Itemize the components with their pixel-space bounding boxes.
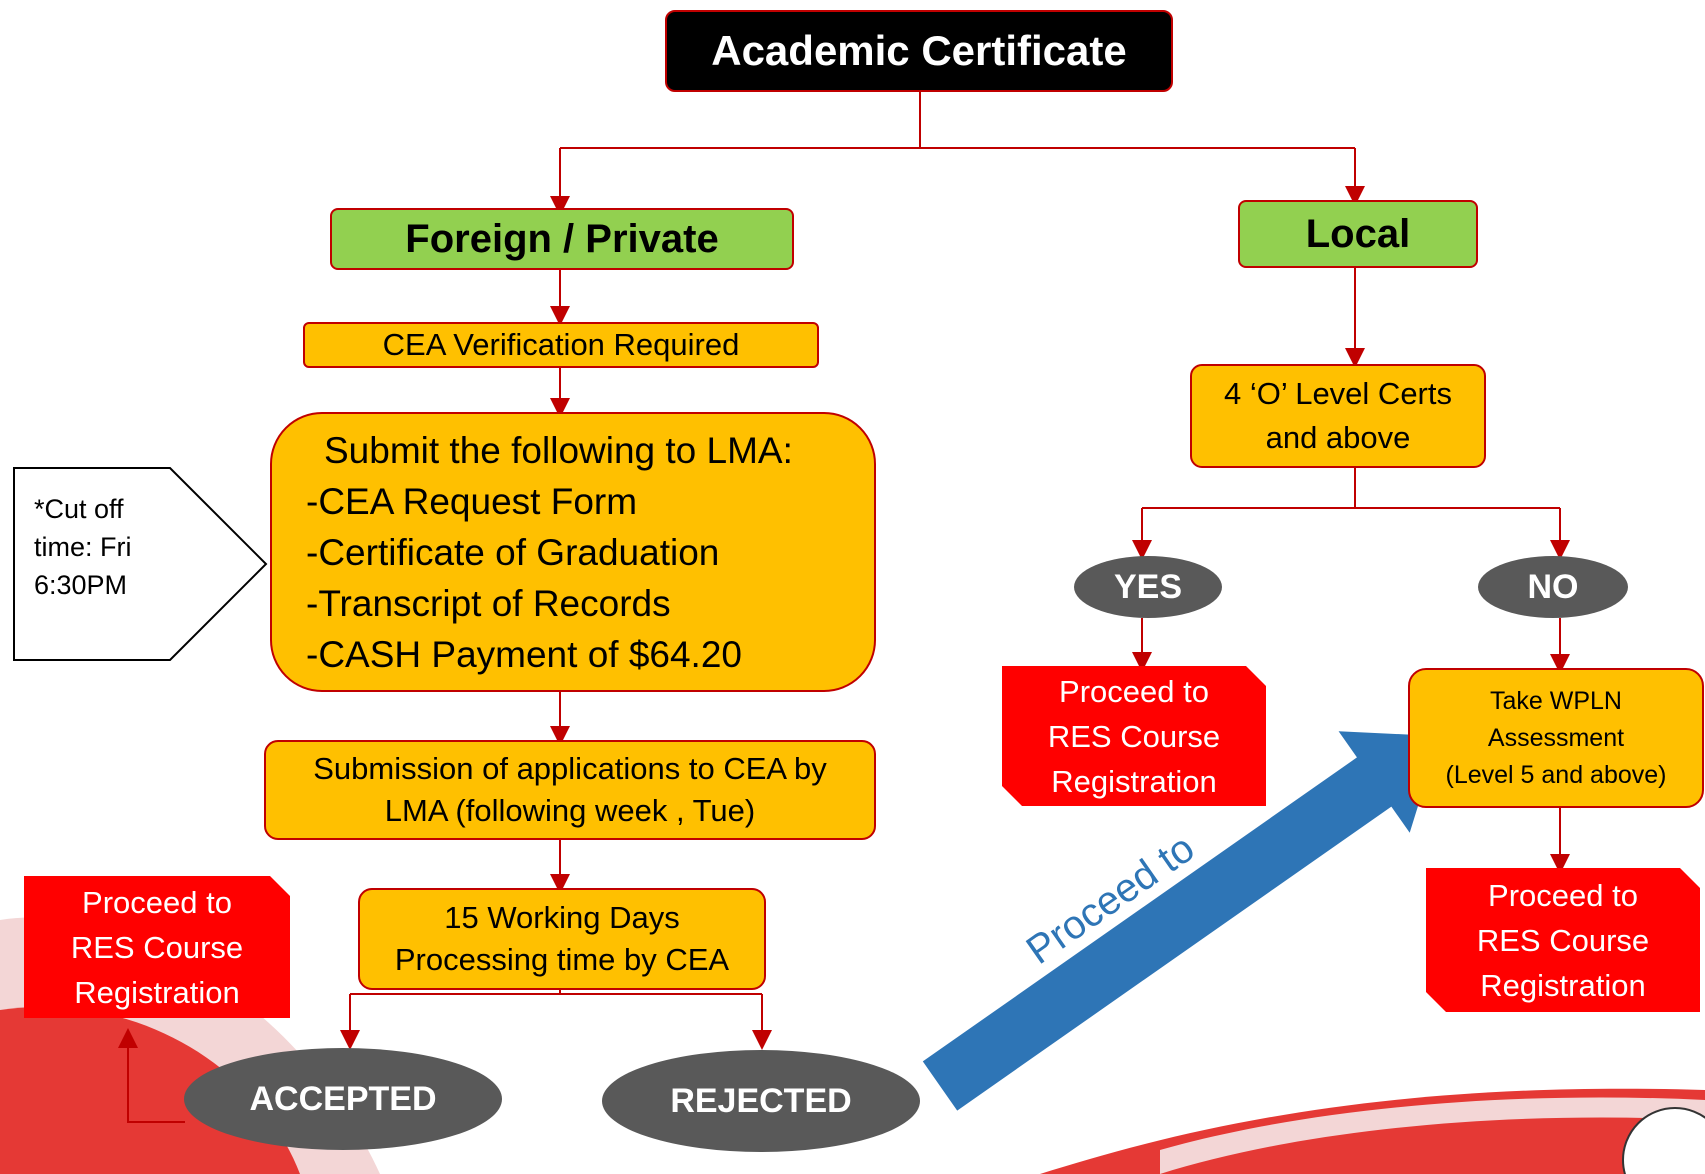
proceed-middle-box: Proceed to RES Course Registration (1002, 666, 1266, 806)
cutoff-line: *Cut off (34, 494, 124, 524)
submit-line: Submit the following to LMA: (324, 429, 793, 471)
proceed-line: Registration (74, 974, 240, 1010)
proceed-line: Proceed to (1059, 673, 1209, 709)
submission-line: LMA (following week , Tue) (384, 793, 756, 828)
accepted-to-proceed (118, 1028, 185, 1123)
right-swoosh-light (1160, 1097, 1705, 1174)
submission-line: Submission of applications to CEA by (313, 751, 827, 786)
olevel-box: 4 ‘O’ Level Certs and above (1190, 364, 1486, 468)
olevel-line: and above (1265, 420, 1411, 455)
proceed-line: Proceed to (1488, 877, 1638, 913)
processing-line: Processing time by CEA (394, 942, 730, 977)
foreign-branch-label: Foreign / Private (405, 216, 719, 261)
submit-line: -Certificate of Graduation (306, 531, 720, 573)
proceed-line: RES Course (70, 929, 244, 965)
no-label: NO (1527, 567, 1579, 606)
wpln-line: (Level 5 and above) (1445, 760, 1667, 789)
proceed-right-bg (1426, 868, 1700, 1012)
cutoff-pentagon (13, 467, 268, 661)
proceed-line: RES Course (1047, 718, 1221, 754)
submit-line: -CASH Payment of $64.20 (306, 633, 742, 675)
wpln-box: Take WPLN Assessment (Level 5 and above) (1408, 668, 1704, 808)
verification-label: CEA Verification Required (382, 327, 740, 362)
submission-box: Submission of applications to CEA by LMA… (264, 740, 876, 840)
proceed-line: Proceed to (82, 884, 232, 920)
accepted-oval: ACCEPTED (184, 1048, 502, 1150)
proceed-middle-bg (1002, 666, 1266, 806)
title-box: Academic Certificate (665, 10, 1173, 92)
accepted-label: ACCEPTED (249, 1079, 437, 1118)
submit-requirements-box: Submit the following to LMA: -CEA Reques… (270, 412, 876, 692)
proceed-left-bg (24, 876, 290, 1018)
proceed-line: Registration (1480, 967, 1646, 1003)
olevel-line: 4 ‘O’ Level Certs (1224, 376, 1452, 411)
cutoff-note: *Cut off time: Fri 6:30PM (34, 490, 174, 640)
proceed-line: Registration (1051, 763, 1217, 799)
verification-box: CEA Verification Required (303, 322, 819, 368)
processing-line: 15 Working Days (444, 900, 680, 935)
olevel-split (1142, 468, 1560, 509)
cutoff-line: 6:30PM (34, 570, 128, 600)
wpln-line: Take WPLN (1490, 686, 1622, 715)
cutoff-line: time: Fri (34, 532, 132, 562)
proceed-line: RES Course (1476, 922, 1650, 958)
submit-requirements-text: Submit the following to LMA: -CEA Reques… (306, 425, 793, 680)
proceed-left-box: Proceed to RES Course Registration (24, 876, 290, 1018)
submit-line: -Transcript of Records (306, 582, 671, 624)
proceed-right-box: Proceed to RES Course Registration (1426, 868, 1700, 1012)
logo-seal (1622, 1107, 1705, 1174)
yes-oval: YES (1074, 556, 1222, 618)
foreign-branch-box: Foreign / Private (330, 208, 794, 270)
local-branch-box: Local (1238, 200, 1478, 268)
rejected-oval: REJECTED (602, 1050, 920, 1152)
no-oval: NO (1478, 556, 1628, 618)
processing-box: 15 Working Days Processing time by CEA (358, 888, 766, 990)
title-text: Academic Certificate (711, 27, 1127, 74)
title-to-branches (560, 92, 1355, 149)
local-branch-label: Local (1305, 211, 1411, 256)
submit-line: -CEA Request Form (306, 480, 638, 522)
rejected-label: REJECTED (670, 1081, 852, 1120)
yes-label: YES (1113, 567, 1183, 606)
wpln-line: Assessment (1487, 723, 1625, 752)
